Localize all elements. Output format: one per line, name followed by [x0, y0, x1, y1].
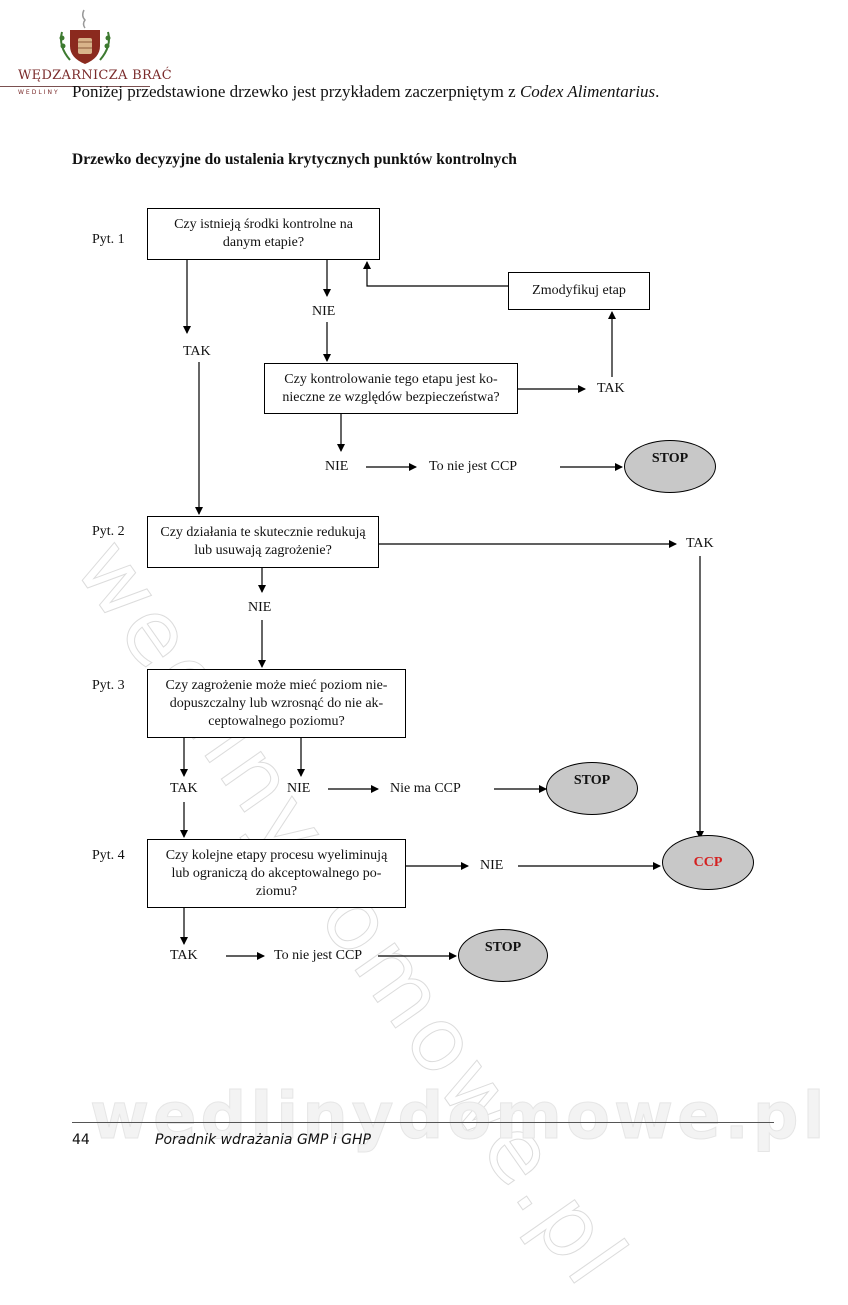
footer-title: Poradnik wdrażania GMP i GHP: [155, 1132, 371, 1148]
question-label-1: Pyt. 1: [92, 232, 125, 247]
answer-no: NIE: [312, 304, 336, 319]
outcome-no-ccp: Nie ma CCP: [390, 781, 461, 796]
modify-step-box: Zmodyfikuj etap: [508, 272, 650, 310]
question-box-1: Czy istnieją środki kontrolne na danym e…: [147, 208, 380, 260]
answer-yes: TAK: [183, 344, 211, 359]
question-label-2: Pyt. 2: [92, 524, 125, 539]
outcome-not-ccp: To nie jest CCP: [429, 459, 518, 474]
question-label-3: Pyt. 3: [92, 678, 125, 693]
answer-no: NIE: [480, 858, 504, 873]
question-box-4: Czy kolejne etapy procesu wyeliminują lu…: [147, 839, 406, 908]
question-box-2: Czy działania te skutecznie redukują lub…: [147, 516, 379, 568]
answer-no: NIE: [248, 600, 272, 615]
intro-end: .: [655, 82, 660, 101]
answer-no: NIE: [325, 459, 349, 474]
brand-name: WĘDZARNICZA BRAĆ: [18, 68, 172, 83]
safety-question-box: Czy kontrolowanie tego etapu jest ko-nie…: [264, 363, 518, 414]
question-label-4: Pyt. 4: [92, 848, 125, 863]
answer-yes: TAK: [686, 536, 714, 551]
section-heading: Drzewko decyzyjne do ustalenia krytyczny…: [72, 151, 517, 168]
connector: [363, 261, 508, 287]
intro-source: Codex Alimentarius: [519, 82, 656, 101]
answer-yes: TAK: [597, 381, 625, 396]
stop-terminal: STOP: [624, 440, 716, 493]
ccp-terminal: CCP: [662, 835, 754, 890]
answer-no: NIE: [287, 781, 311, 796]
stop-terminal: STOP: [546, 762, 638, 815]
intro-text: Poniżej przedstawione drzewko jest przyk…: [72, 82, 520, 101]
answer-yes: TAK: [170, 948, 198, 963]
question-box-3: Czy zagrożenie może mieć poziom nie-dopu…: [147, 669, 406, 738]
watermark-footer: wedlinydomowe.pl: [90, 1080, 829, 1155]
smokehouse-crest-icon: [59, 9, 111, 64]
brand-subtitle: WEDLINY: [18, 89, 60, 96]
brand-divider: [0, 86, 150, 87]
intro-paragraph: Poniżej przedstawione drzewko jest przyk…: [72, 82, 659, 102]
brand-logo: [12, 2, 152, 102]
page-number: 44: [72, 1132, 90, 1148]
outcome-not-ccp: To nie jest CCP: [274, 948, 363, 963]
footer-divider: [72, 1122, 774, 1123]
flowchart-connectors: [180, 259, 704, 960]
answer-yes: TAK: [170, 781, 198, 796]
stop-terminal: STOP: [458, 929, 548, 982]
